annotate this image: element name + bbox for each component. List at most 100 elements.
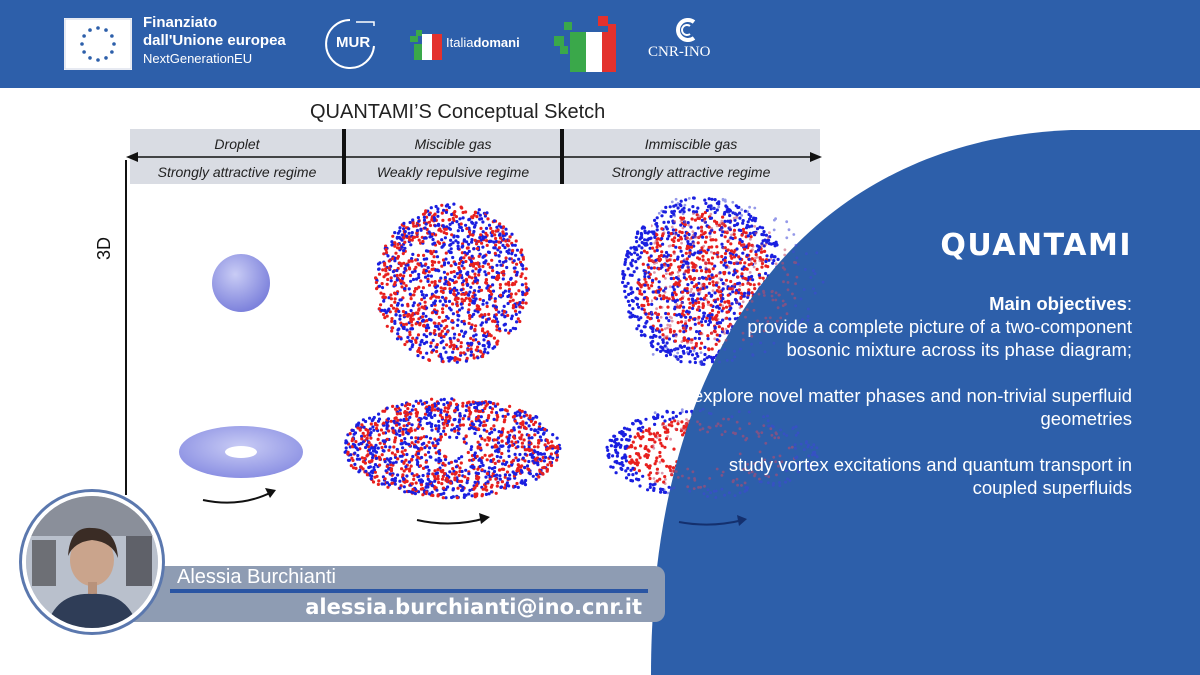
particle bbox=[401, 326, 405, 330]
particle bbox=[462, 437, 466, 441]
particle bbox=[639, 285, 643, 289]
particle bbox=[398, 433, 402, 438]
particle bbox=[721, 197, 725, 201]
particle bbox=[638, 484, 642, 488]
particle bbox=[410, 259, 414, 263]
particle bbox=[729, 242, 733, 246]
particle bbox=[646, 315, 650, 319]
particle bbox=[708, 235, 712, 238]
particle bbox=[465, 227, 469, 231]
particle bbox=[520, 409, 524, 413]
particle bbox=[448, 336, 452, 341]
particle bbox=[677, 312, 681, 317]
particle bbox=[690, 287, 693, 291]
particle bbox=[485, 429, 489, 433]
particle bbox=[555, 436, 559, 440]
particle bbox=[385, 282, 389, 286]
particle bbox=[495, 418, 499, 422]
particle bbox=[405, 328, 409, 332]
particle bbox=[368, 416, 372, 420]
cnr-ino-label: CNR-INO bbox=[648, 44, 711, 60]
particle bbox=[353, 443, 357, 447]
funding-banner: Finanziato dall'Unione europea NextGener… bbox=[0, 0, 1200, 88]
particle bbox=[663, 445, 667, 449]
particle bbox=[629, 262, 633, 266]
particle bbox=[786, 288, 790, 292]
particle bbox=[609, 444, 614, 448]
particle bbox=[710, 226, 714, 230]
particle bbox=[488, 405, 492, 410]
particle bbox=[695, 330, 699, 334]
particle bbox=[469, 426, 474, 430]
particle bbox=[683, 234, 687, 238]
particle bbox=[395, 278, 399, 282]
particle bbox=[398, 426, 402, 430]
particle bbox=[653, 462, 657, 466]
particle bbox=[414, 408, 418, 412]
particle bbox=[407, 428, 411, 432]
particle bbox=[484, 273, 488, 277]
particle bbox=[478, 401, 482, 405]
particle bbox=[408, 292, 412, 296]
particle bbox=[458, 308, 462, 312]
particle bbox=[705, 316, 709, 320]
particle bbox=[416, 253, 420, 257]
particle bbox=[488, 454, 492, 458]
particle bbox=[495, 324, 499, 328]
particle bbox=[416, 452, 420, 456]
particle bbox=[652, 266, 657, 270]
particle bbox=[476, 471, 480, 476]
eu-star bbox=[82, 34, 86, 38]
particle bbox=[417, 425, 421, 429]
particle bbox=[403, 437, 407, 441]
particle bbox=[699, 341, 704, 345]
particle bbox=[732, 311, 736, 315]
particle bbox=[475, 242, 479, 246]
particle bbox=[675, 357, 679, 361]
particle bbox=[419, 340, 424, 344]
particle bbox=[747, 243, 751, 247]
particle bbox=[464, 468, 468, 472]
particle bbox=[638, 456, 642, 460]
particle bbox=[507, 331, 511, 335]
particle bbox=[684, 315, 688, 319]
particle bbox=[486, 250, 491, 254]
particle bbox=[476, 440, 480, 444]
particle bbox=[703, 352, 707, 357]
particle bbox=[479, 226, 483, 230]
particle bbox=[662, 294, 666, 298]
particle bbox=[669, 258, 673, 262]
particle bbox=[474, 417, 478, 421]
particle bbox=[676, 270, 680, 274]
particle bbox=[692, 241, 696, 245]
particle bbox=[462, 319, 466, 323]
particle bbox=[727, 211, 731, 215]
particle bbox=[425, 257, 429, 261]
particle bbox=[707, 348, 711, 352]
particle bbox=[704, 201, 708, 205]
particle bbox=[702, 219, 706, 223]
particle bbox=[485, 418, 489, 422]
particle bbox=[408, 415, 412, 419]
particle bbox=[660, 306, 664, 309]
particle bbox=[689, 242, 693, 246]
particle bbox=[451, 312, 455, 316]
particle bbox=[455, 310, 459, 314]
particle bbox=[396, 332, 400, 336]
particle bbox=[728, 251, 732, 255]
particle bbox=[493, 233, 497, 237]
particle bbox=[528, 414, 532, 418]
particle bbox=[474, 348, 478, 352]
particle bbox=[480, 494, 484, 498]
particle bbox=[360, 437, 364, 441]
particle bbox=[707, 197, 711, 201]
particle bbox=[715, 220, 719, 224]
particle bbox=[511, 435, 516, 439]
particle bbox=[462, 238, 466, 242]
particle bbox=[680, 241, 683, 245]
particle bbox=[651, 311, 653, 315]
particle bbox=[430, 490, 434, 494]
particle bbox=[761, 226, 765, 230]
particle bbox=[670, 210, 674, 214]
particle bbox=[729, 261, 733, 265]
